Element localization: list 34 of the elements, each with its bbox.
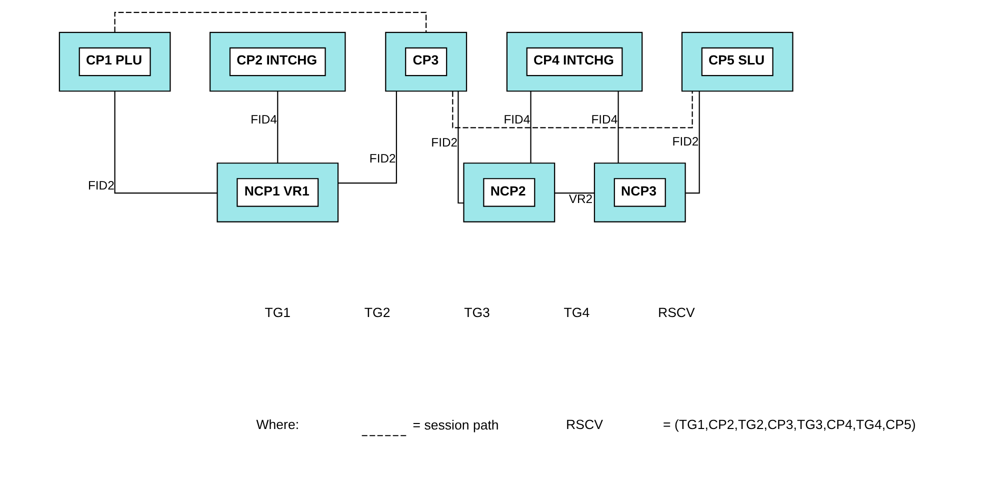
node-box: CP2 INTCHG bbox=[210, 32, 346, 92]
node-box: CP4 INTCHG bbox=[506, 32, 643, 92]
edge-label: FID4 bbox=[591, 112, 618, 127]
label: RSCV bbox=[658, 305, 695, 320]
label: TG1 bbox=[264, 305, 291, 320]
node-box: CP3 bbox=[385, 32, 468, 92]
edge-label: FID4 bbox=[504, 112, 530, 127]
legend-label: = session path bbox=[412, 418, 499, 433]
connector bbox=[114, 91, 218, 194]
connector bbox=[530, 91, 532, 163]
connector bbox=[458, 91, 464, 204]
label: TG3 bbox=[464, 305, 490, 320]
connector bbox=[114, 12, 427, 32]
edge-label: VR2 bbox=[568, 192, 593, 206]
edge-label: FID2 bbox=[369, 152, 396, 166]
edge-label: FID4 bbox=[250, 112, 278, 127]
node-box: NCP2 bbox=[463, 162, 556, 222]
node-box: CP5 SLU bbox=[681, 32, 794, 92]
label: TG2 bbox=[364, 305, 390, 320]
connector bbox=[554, 192, 594, 194]
node-box: NCP1 VR1 bbox=[216, 162, 339, 222]
node-box: NCP3 bbox=[594, 162, 686, 222]
connector bbox=[277, 91, 278, 163]
label: RSCV bbox=[566, 417, 603, 432]
edge-label: FID2 bbox=[431, 135, 458, 150]
edge-label: FID2 bbox=[672, 134, 699, 148]
edge-label: FID2 bbox=[88, 178, 114, 192]
label: = (TG1,CP2,TG2,CP3,TG3,CP4,TG4,CP5) bbox=[663, 417, 916, 432]
connector bbox=[618, 91, 619, 163]
label: TG4 bbox=[564, 305, 590, 320]
connector bbox=[452, 91, 693, 128]
node-box: CP1 PLU bbox=[58, 32, 171, 92]
label: Where: bbox=[256, 417, 300, 432]
connector bbox=[338, 91, 398, 184]
